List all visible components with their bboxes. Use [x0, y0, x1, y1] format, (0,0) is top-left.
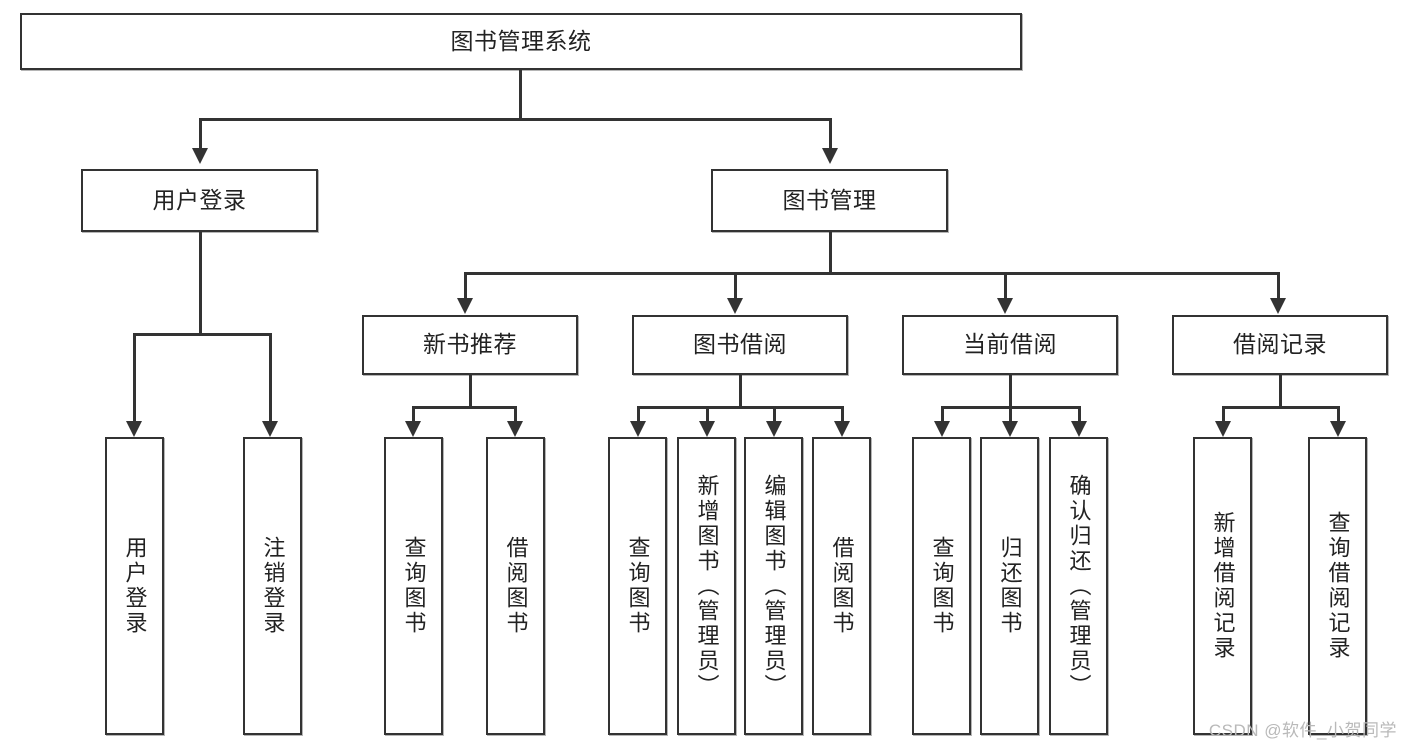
node-label: 归还图书: [997, 536, 1023, 636]
node-label: 借阅图书: [829, 536, 855, 636]
leaf-current-borrow-return-book[interactable]: 归还图书: [980, 437, 1039, 735]
connector-root-bus: [199, 118, 831, 121]
node-book-management[interactable]: 图书管理: [711, 169, 948, 232]
node-label: 查询图书: [929, 536, 955, 636]
node-current-borrow[interactable]: 当前借阅: [902, 315, 1118, 375]
node-label: 当前借阅: [963, 331, 1057, 358]
connector-root-to-user-login: [199, 118, 202, 148]
leaf-current-borrow-query-book[interactable]: 查询图书: [912, 437, 971, 735]
connector-borrow-record-trunk: [1279, 375, 1282, 408]
connector-level3-bus: [464, 272, 1280, 275]
connector-book-management-trunk: [829, 232, 832, 274]
leaf-book-borrow-query-book[interactable]: 查询图书: [608, 437, 667, 735]
connector-bb-leaf-3: [773, 406, 776, 421]
connector-new-book-recommend-bus: [412, 406, 516, 409]
node-label: 用户登录: [152, 186, 247, 213]
connector-book-borrow-trunk: [739, 375, 742, 408]
leaf-book-borrow-borrow-book[interactable]: 借阅图书: [812, 437, 871, 735]
connector-bb-leaf-1: [637, 406, 640, 421]
arrowhead-cb-leaf-2: [1002, 421, 1018, 437]
leaf-book-borrow-edit-book-admin[interactable]: 编辑图书（管理员）: [744, 437, 803, 735]
connector-nbr-leaf-1: [412, 406, 415, 421]
csdn-watermark: CSDN @软件_小贺同学: [1208, 721, 1397, 740]
connector-to-borrow-record: [1277, 272, 1280, 298]
node-borrow-record[interactable]: 借阅记录: [1172, 315, 1388, 375]
arrowhead-user-login-leaf-2: [262, 421, 278, 437]
node-label: 确认归还（管理员）: [1066, 473, 1092, 699]
leaf-user-login-login[interactable]: 用户登录: [105, 437, 164, 735]
arrowhead-nbr-leaf-2: [507, 421, 523, 437]
node-user-login[interactable]: 用户登录: [81, 169, 318, 232]
connector-borrow-record-bus: [1222, 406, 1339, 409]
connector-to-new-book-recommend: [464, 272, 467, 298]
connector-cb-leaf-1: [941, 406, 944, 421]
node-label: 图书管理系统: [450, 27, 592, 54]
connector-book-borrow-bus: [637, 406, 843, 409]
node-label: 借阅记录: [1233, 331, 1327, 358]
connector-user-login-bus: [133, 333, 269, 336]
arrowhead-book-borrow: [727, 298, 743, 314]
arrowhead-user-login-leaf-1: [126, 421, 142, 437]
arrowhead-root-to-user-login: [192, 148, 208, 164]
connector-bb-leaf-4: [841, 406, 844, 421]
connector-br-leaf-1: [1222, 406, 1225, 421]
connector-current-borrow-trunk: [1009, 375, 1012, 408]
arrowhead-br-leaf-2: [1330, 421, 1346, 437]
connector-cb-leaf-3: [1078, 406, 1081, 421]
connector-nbr-leaf-2: [514, 406, 517, 421]
arrowhead-new-book-recommend: [457, 298, 473, 314]
connector-root-to-book-management: [829, 118, 832, 148]
arrowhead-bb-leaf-3: [766, 421, 782, 437]
arrowhead-root-to-book-management: [822, 148, 838, 164]
node-new-book-recommend[interactable]: 新书推荐: [362, 315, 578, 375]
leaf-borrow-record-query-record[interactable]: 查询借阅记录: [1308, 437, 1367, 735]
arrowhead-cb-leaf-3: [1071, 421, 1087, 437]
node-label: 新增借阅记录: [1210, 511, 1236, 661]
node-label: 用户登录: [122, 536, 148, 636]
connector-to-current-borrow: [1004, 272, 1007, 298]
arrowhead-bb-leaf-4: [834, 421, 850, 437]
arrowhead-current-borrow: [997, 298, 1013, 314]
arrowhead-bb-leaf-2: [699, 421, 715, 437]
node-root-book-management-system[interactable]: 图书管理系统: [20, 13, 1022, 70]
arrowhead-nbr-leaf-1: [405, 421, 421, 437]
arrowhead-br-leaf-1: [1215, 421, 1231, 437]
connector-user-login-trunk: [199, 232, 202, 335]
node-label: 查询借阅记录: [1325, 511, 1351, 661]
arrowhead-bb-leaf-1: [630, 421, 646, 437]
node-label: 图书借阅: [693, 331, 787, 358]
connector-user-login-to-leaf-2: [269, 333, 272, 421]
node-label: 编辑图书（管理员）: [761, 473, 787, 699]
connector-new-book-recommend-trunk: [469, 375, 472, 408]
arrowhead-cb-leaf-1: [934, 421, 950, 437]
node-label: 查询图书: [401, 536, 427, 636]
node-label: 注销登录: [260, 536, 286, 636]
leaf-new-book-recommend-borrow-book[interactable]: 借阅图书: [486, 437, 545, 735]
node-book-borrow[interactable]: 图书借阅: [632, 315, 848, 375]
leaf-user-login-logout[interactable]: 注销登录: [243, 437, 302, 735]
leaf-new-book-recommend-query-book[interactable]: 查询图书: [384, 437, 443, 735]
connector-root-trunk: [519, 70, 522, 120]
node-label: 新增图书（管理员）: [694, 473, 720, 699]
node-label: 图书管理: [782, 186, 877, 213]
leaf-book-borrow-add-book-admin[interactable]: 新增图书（管理员）: [677, 437, 736, 735]
connector-br-leaf-2: [1337, 406, 1340, 421]
node-label: 查询图书: [625, 536, 651, 636]
node-label: 新书推荐: [423, 331, 517, 358]
connector-bb-leaf-2: [706, 406, 709, 421]
connector-cb-leaf-2: [1009, 406, 1012, 421]
connector-to-book-borrow: [734, 272, 737, 298]
leaf-current-borrow-confirm-return-admin[interactable]: 确认归还（管理员）: [1049, 437, 1108, 735]
arrowhead-borrow-record: [1270, 298, 1286, 314]
connector-user-login-to-leaf-1: [133, 333, 136, 421]
node-label: 借阅图书: [503, 536, 529, 636]
leaf-borrow-record-add-record[interactable]: 新增借阅记录: [1193, 437, 1252, 735]
